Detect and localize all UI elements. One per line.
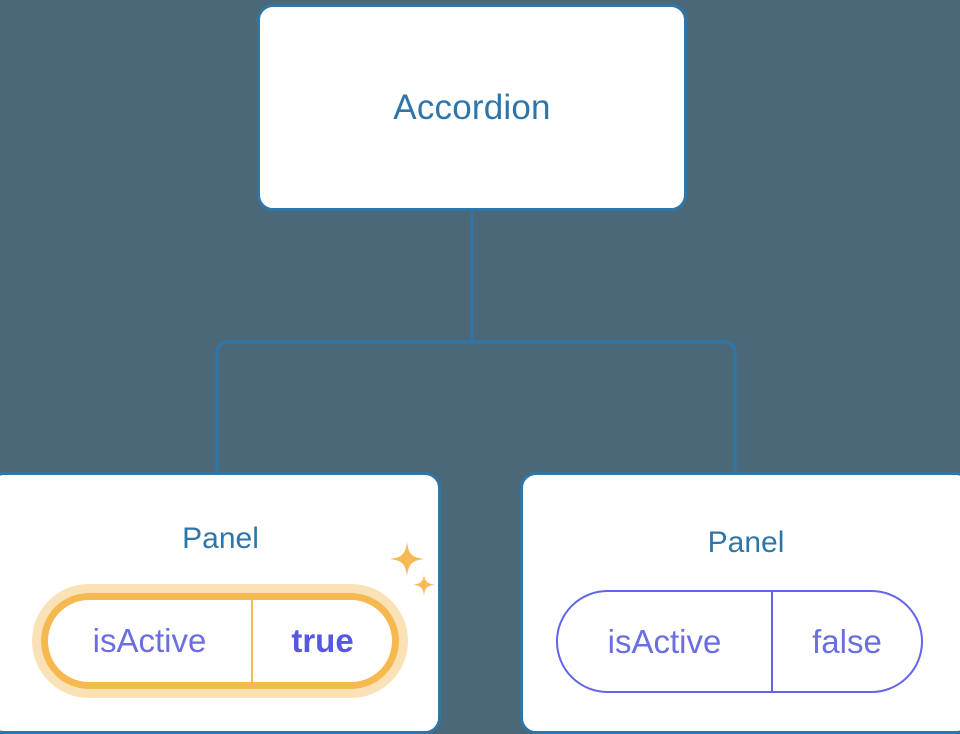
connector-branch-right <box>472 340 737 472</box>
prop-value-right: false <box>812 622 882 660</box>
prop-pill-left[interactable]: isActive true <box>41 593 399 689</box>
node-panel-left-label: Panel <box>182 522 259 555</box>
prop-pill-left-highlight[interactable]: isActive true <box>32 584 408 698</box>
prop-pill-right[interactable]: isActive false <box>556 590 923 693</box>
prop-key-right: isActive <box>558 592 773 691</box>
node-accordion-label: Accordion <box>393 88 551 127</box>
node-panel-right-label: Panel <box>707 526 785 559</box>
prop-key-left: isActive <box>48 600 253 682</box>
highlight-glow-ring <box>32 584 408 698</box>
prop-value-left: true <box>291 622 354 659</box>
connector-branch-left <box>215 340 472 472</box>
node-accordion[interactable]: Accordion <box>257 4 687 211</box>
